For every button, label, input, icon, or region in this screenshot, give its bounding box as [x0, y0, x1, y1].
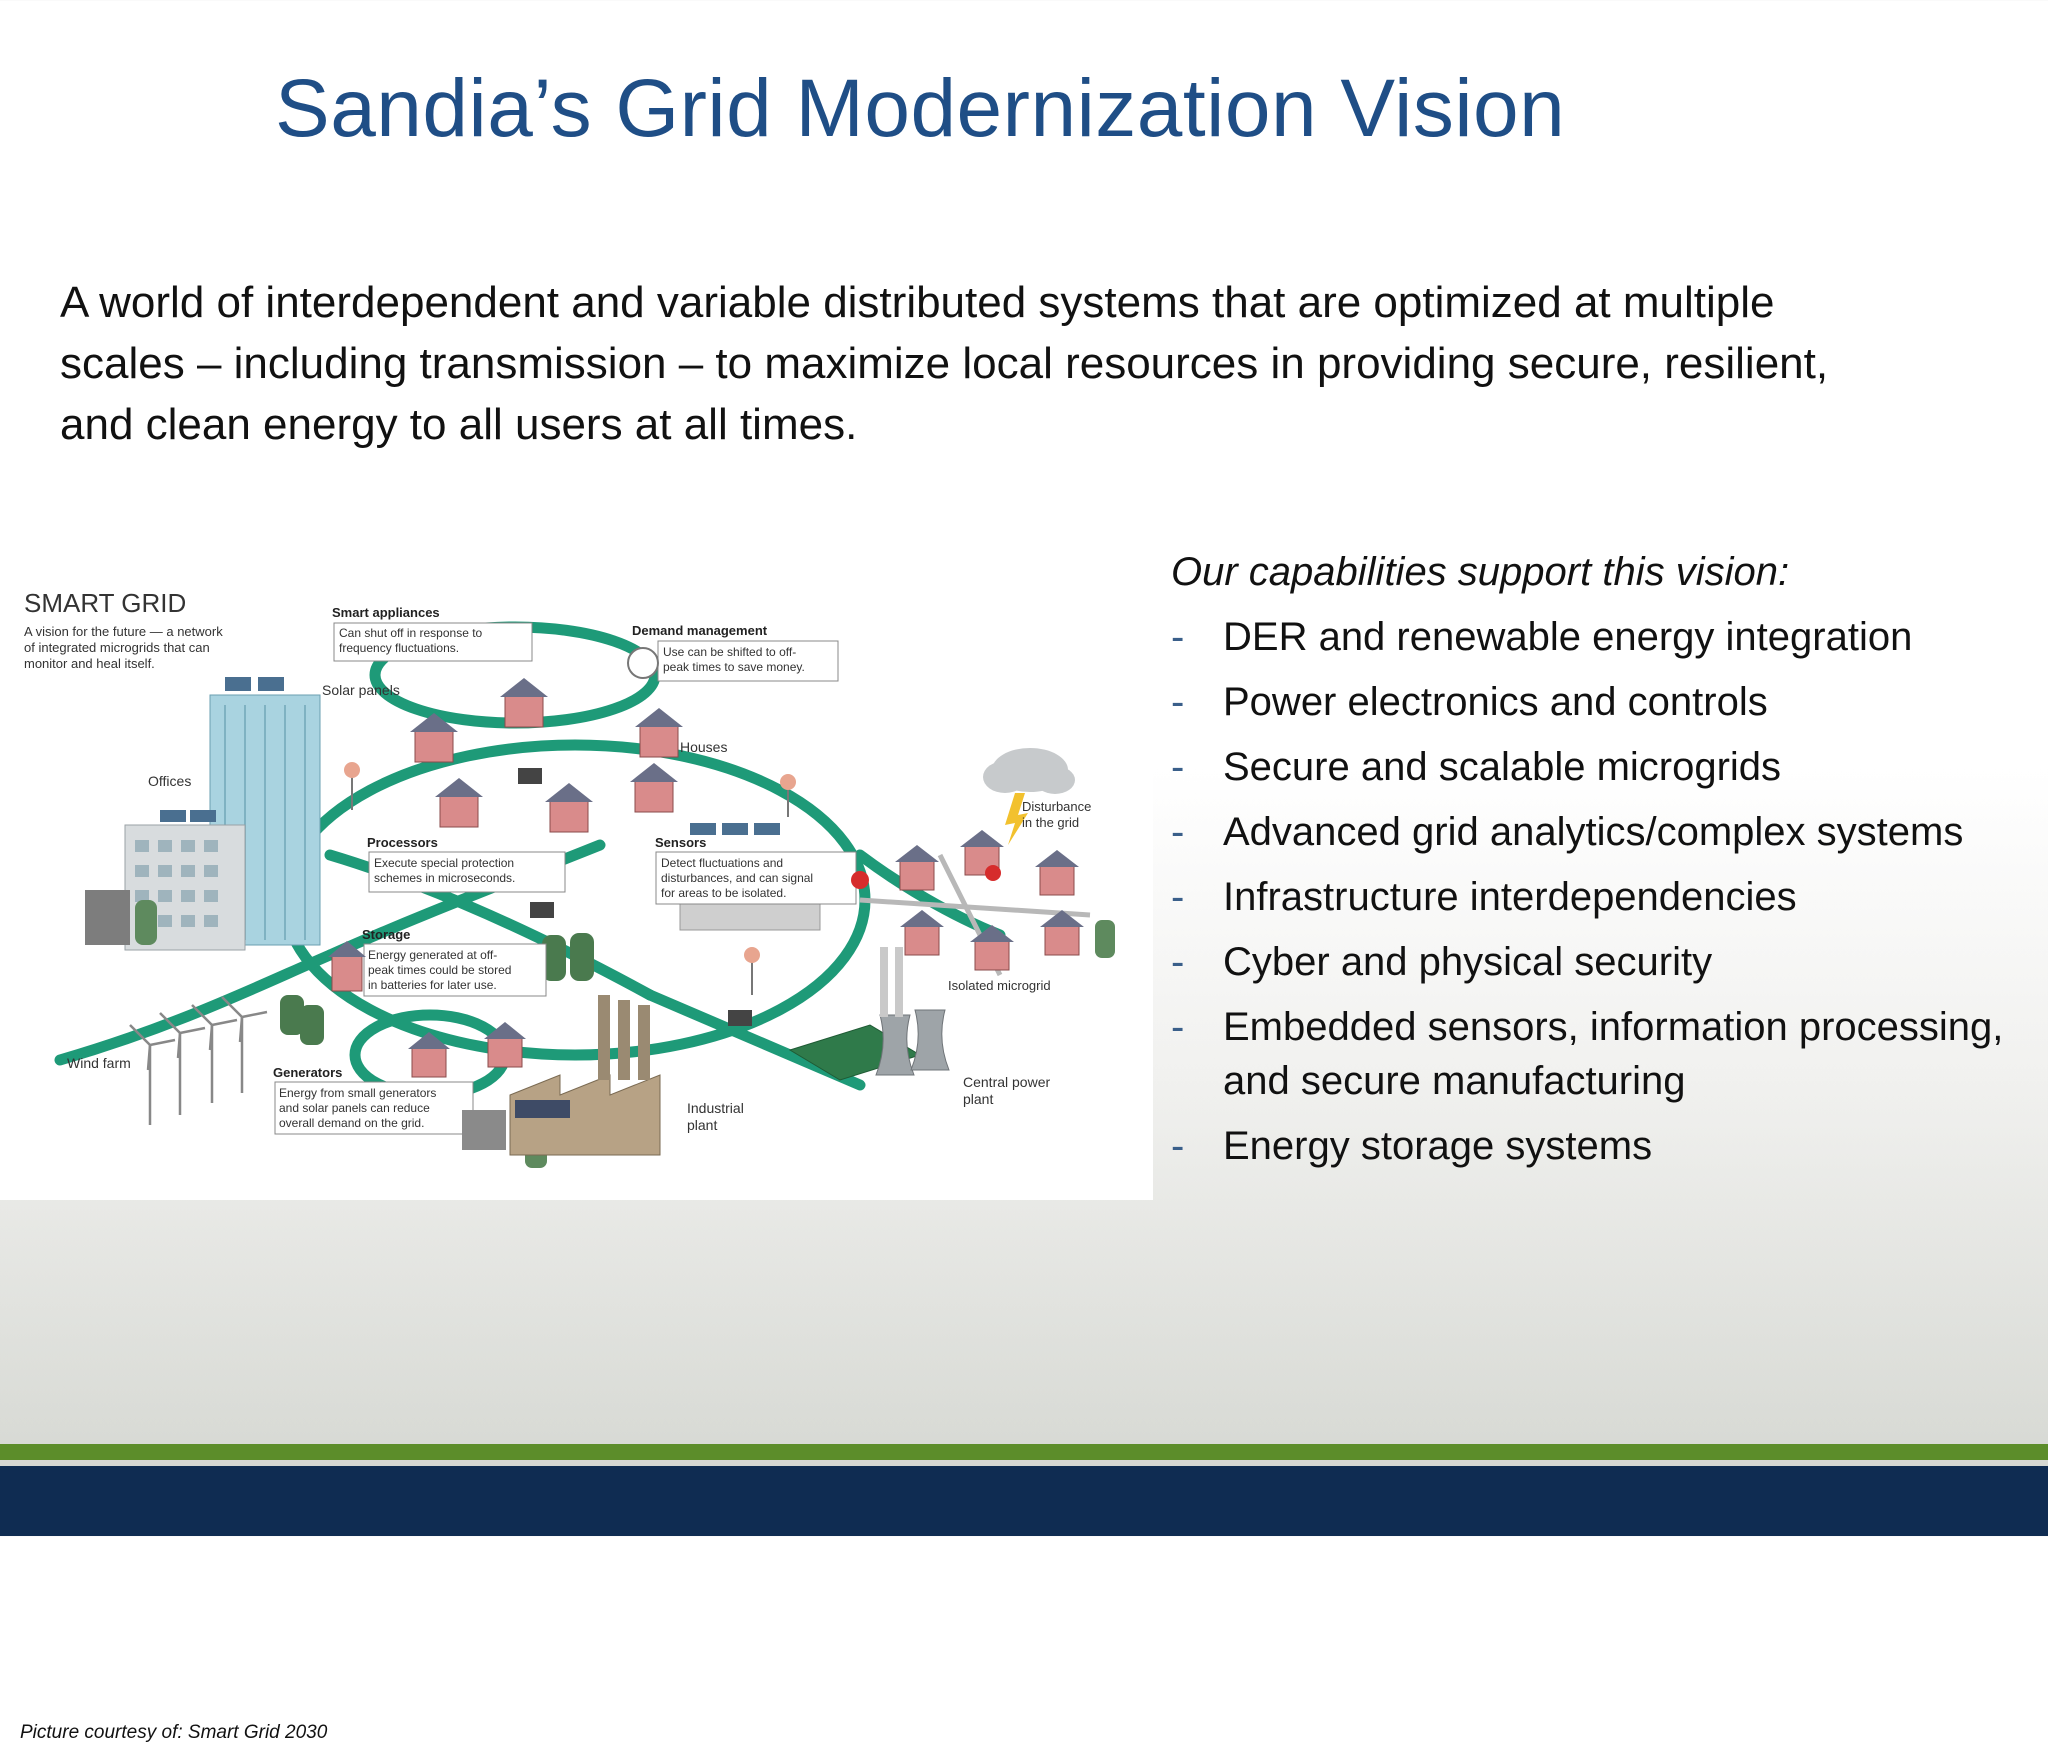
- bullet-dash: -: [1171, 940, 1185, 984]
- figure-subtitle-3: monitor and heal itself.: [24, 656, 155, 671]
- bullet-dash: -: [1171, 875, 1185, 919]
- label-industrial-plant-2: plant: [687, 1117, 717, 1133]
- bullet-dash: -: [1171, 1124, 1185, 1168]
- office-building-icon: [85, 677, 321, 951]
- label-demand-management: Demand management: [632, 623, 768, 638]
- figure-heading: SMART GRID: [24, 588, 186, 618]
- capability-text: Secure and scalable microgrids: [1223, 745, 1782, 789]
- label-central-power-plant-1: Central power: [963, 1074, 1050, 1090]
- sensors-desc-1: Detect fluctuations and: [661, 856, 783, 870]
- capability-text: Cyber and physical security: [1223, 940, 1713, 984]
- smart-appliances-box: [333, 622, 533, 662]
- sensors-box: [655, 851, 857, 905]
- capability-item: -Energy storage systems: [1171, 1119, 2031, 1173]
- sensors-desc-3: for areas to be isolated.: [661, 886, 786, 900]
- sensors-desc-2: disturbances, and can signal: [661, 871, 813, 885]
- generators-desc-2: and solar panels can reduce: [279, 1101, 430, 1115]
- capability-text: DER and renewable energy integration: [1223, 615, 1913, 659]
- smart-grid-illustration: SMART GRID A vision for the future — a n…: [0, 555, 1153, 1743]
- label-offices: Offices: [148, 773, 191, 789]
- sensor-alert-icon: [851, 871, 869, 889]
- capability-text: Infrastructure interdependencies: [1223, 875, 1797, 919]
- storage-desc-2: peak times could be stored: [368, 963, 511, 977]
- label-solar-panels: Solar panels: [322, 682, 400, 698]
- label-smart-appliances: Smart appliances: [332, 605, 440, 620]
- capability-item: -DER and renewable energy integration: [1171, 610, 2031, 664]
- storage-house-icon: [328, 941, 366, 992]
- capability-item: -Secure and scalable microgrids: [1171, 740, 2031, 794]
- label-sensors: Sensors: [655, 835, 706, 850]
- microgrid-house-icons: [895, 830, 1115, 971]
- label-generators: Generators: [273, 1065, 342, 1080]
- capability-item: -Advanced grid analytics/complex systems: [1171, 805, 2031, 859]
- capabilities-heading: Our capabilities support this vision:: [1171, 550, 1790, 594]
- label-processors: Processors: [367, 835, 438, 850]
- sensor-pin-icon: [344, 762, 796, 995]
- processors-desc-2: schemes in microseconds.: [374, 871, 515, 885]
- label-disturbance-2: in the grid: [1022, 815, 1079, 830]
- capability-item: -Embedded sensors, information processin…: [1171, 1000, 2031, 1108]
- label-central-power-plant-2: plant: [963, 1091, 993, 1107]
- demand-management-box: [657, 640, 839, 682]
- wind-turbine-icon: [129, 996, 268, 1125]
- storage-desc-3: in batteries for later use.: [368, 978, 497, 992]
- battery-icon: [280, 933, 594, 1045]
- demand-management-desc-2: peak times to save money.: [663, 660, 805, 674]
- smart-appliances-desc-1: Can shut off in response to: [339, 626, 483, 640]
- bullet-dash: -: [1171, 1005, 1185, 1049]
- capability-text: Power electronics and controls: [1223, 680, 1768, 724]
- smart-grid-diagram: SMART GRID A vision for the future — a n…: [24, 588, 1115, 1168]
- label-disturbance-1: Disturbance: [1022, 799, 1091, 814]
- capability-item: -Infrastructure interdependencies: [1171, 870, 2031, 924]
- storage-desc-1: Energy generated at off-: [368, 948, 497, 962]
- lightning-icon: [1005, 793, 1028, 845]
- generators-desc-1: Energy from small generators: [279, 1086, 436, 1100]
- figure-subtitle-1: A vision for the future — a network: [24, 624, 223, 639]
- generators-box: [274, 1081, 474, 1135]
- label-wind-farm: Wind farm: [67, 1055, 131, 1071]
- bullet-dash: -: [1171, 680, 1185, 724]
- capability-text: Advanced grid analytics/complex systems: [1223, 810, 1964, 854]
- capability-item: -Cyber and physical security: [1171, 935, 2031, 989]
- gauge-icon: [627, 647, 659, 679]
- capabilities-list: -DER and renewable energy integration -P…: [1171, 610, 2031, 1184]
- bullet-dash: -: [1171, 615, 1185, 659]
- cooling-tower-icon: [788, 947, 950, 1081]
- capability-item: -Power electronics and controls: [1171, 675, 2031, 729]
- demand-management-desc-1: Use can be shifted to off-: [663, 645, 796, 659]
- label-industrial-plant-1: Industrial: [687, 1100, 744, 1116]
- factory-icon: [509, 995, 661, 1156]
- processors-desc-1: Execute special protection: [374, 856, 514, 870]
- picture-credit: Picture courtesy of: Smart Grid 2030: [20, 1722, 328, 1743]
- bullet-dash: -: [1171, 745, 1185, 789]
- cloud-icon: [983, 748, 1075, 794]
- processor-chip-icon: [518, 768, 752, 1026]
- footer-green-bar: [0, 1444, 2048, 1460]
- processors-box: [368, 851, 566, 893]
- capability-text: Energy storage systems: [1223, 1124, 1653, 1168]
- figure-subtitle-2: of integrated microgrids that can: [24, 640, 210, 655]
- generators-desc-3: overall demand on the grid.: [279, 1116, 424, 1130]
- smart-appliances-desc-2: frequency fluctuations.: [339, 641, 459, 655]
- intro-paragraph: A world of interdependent and variable d…: [60, 278, 1829, 449]
- storage-box: [363, 943, 547, 997]
- house-icon: [410, 678, 683, 833]
- footer-navy-bar: [0, 1466, 2048, 1536]
- label-houses: Houses: [680, 739, 727, 755]
- bullet-dash: -: [1171, 810, 1185, 854]
- slide-title: Sandia’s Grid Modernization Vision: [275, 63, 1566, 154]
- label-storage: Storage: [362, 927, 410, 942]
- capability-text: Embedded sensors, information processing…: [1223, 1005, 2004, 1103]
- label-isolated-microgrid: Isolated microgrid: [948, 978, 1051, 993]
